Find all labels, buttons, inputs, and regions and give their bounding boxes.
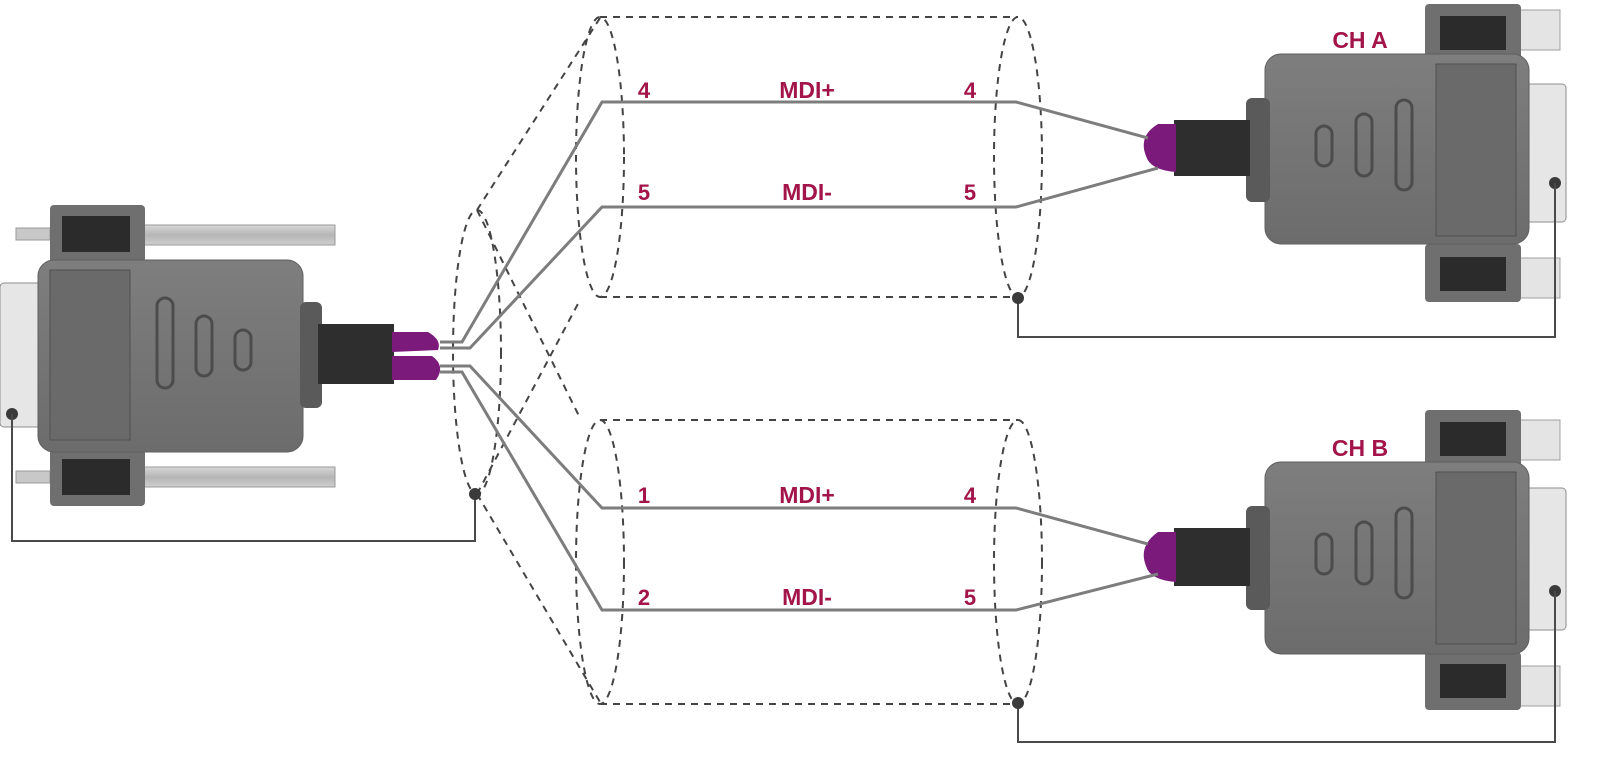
left-cable-collar (300, 302, 322, 408)
ch-b-shield-right-end (993, 419, 1043, 705)
left-strain-relief (318, 324, 394, 384)
ch-a-wire-2-right-pin: 5 (964, 180, 976, 205)
left-grip-ridge-2 (194, 314, 214, 378)
left-bundle-shield (452, 209, 502, 495)
ch-a-cable-collar (1246, 98, 1270, 202)
ch-b-wire-2-signal: MDI- (782, 584, 832, 610)
cable-shields (452, 16, 1043, 705)
shield-fan-ch-a (476, 17, 601, 495)
ch-a-wire-2-signal: MDI- (782, 179, 832, 205)
left-grip-ridge-1 (155, 296, 175, 390)
ch-b-wire-1-signal: MDI+ (779, 482, 835, 508)
ch-a-boot (1143, 124, 1176, 172)
left-connector (0, 205, 441, 506)
ch-a-ground-drain (1017, 183, 1556, 338)
ch-b-wire-1-left-pin: 1 (638, 483, 650, 508)
ch-a-wire-1-left-pin: 4 (638, 78, 651, 103)
ch-a-grip-ridge-2 (1354, 112, 1374, 178)
labels: CH A CH B 4 MDI+ 4 5 MDI- 5 1 MDI+ 4 2 M… (638, 27, 1388, 610)
ch-a-wire-1 (440, 100, 1149, 344)
thumbscrew-tip-top (15, 227, 51, 241)
signal-wires (440, 100, 1159, 612)
left-shield-ground-node (469, 488, 481, 500)
ch-b-wire-1-right-pin: 4 (964, 483, 977, 508)
ch-b-face (1435, 471, 1517, 645)
ch-a-face (1435, 63, 1517, 237)
ch-a-wire-1-right-pin: 4 (964, 78, 977, 103)
ch-b-mount-tab-top-slot (1440, 422, 1506, 456)
ch-b-shield-ground-node (1012, 697, 1024, 709)
ch-b-ground-drain (1017, 591, 1556, 743)
ch-b-grip-ridge-1 (1394, 506, 1414, 600)
ch-a-screw-top (1517, 9, 1561, 51)
ch-a-wire-2 (440, 166, 1159, 350)
ch-a-screw-bottom (1517, 257, 1561, 299)
ch-a-wire-1-signal: MDI+ (779, 77, 835, 103)
ch-b-grip-ridge-2 (1354, 520, 1374, 586)
channel-a-connector (1143, 4, 1567, 302)
ch-a-strain-relief (1174, 120, 1250, 176)
ch-a-mount-tab-bottom-slot (1440, 257, 1506, 291)
left-boot-bottom (392, 356, 441, 380)
left-connector-face (49, 269, 131, 441)
ch-a-shield-ground-node (1012, 292, 1024, 304)
ch-a-shield-tube (600, 16, 1018, 298)
mount-tab-bottom-slot (62, 459, 130, 495)
ch-b-cable-collar (1246, 506, 1270, 610)
ch-b-wire-2 (440, 370, 1159, 612)
channel-b-connector (1143, 410, 1567, 710)
ch-a-wire-2-left-pin: 5 (638, 180, 650, 205)
ch-b-wire-2-right-pin: 5 (964, 585, 976, 610)
ch-b-mount-tab-bottom-slot (1440, 664, 1506, 698)
ground-drains (11, 183, 1556, 743)
ch-b-shield-left-end (575, 419, 625, 705)
left-grip-ridge-3 (233, 328, 253, 372)
left-ground-drain (11, 414, 476, 542)
mount-tab-top-slot (62, 216, 130, 252)
ch-a-grip-ridge-1 (1394, 98, 1414, 192)
ch-b-screw-bottom (1517, 665, 1561, 707)
ch-a-shield-left-end (575, 16, 625, 298)
channel-b-label: CH B (1332, 435, 1388, 461)
ch-a-grip-ridge-3 (1314, 124, 1334, 168)
ch-b-shield-tube (600, 419, 1018, 705)
thumbscrew-rod-bottom (139, 466, 336, 488)
ch-b-strain-relief (1174, 528, 1250, 586)
ch-b-screw-top (1517, 419, 1561, 461)
shield-fan-ch-b (476, 209, 601, 703)
ch-a-shield-right-end (993, 16, 1043, 298)
ch-b-grip-ridge-3 (1314, 532, 1334, 576)
channel-a-label: CH A (1332, 27, 1387, 53)
ch-b-wire-1 (440, 364, 1149, 546)
ch-b-wire-2-left-pin: 2 (638, 585, 650, 610)
thumbscrew-tip-bottom (15, 470, 51, 484)
ch-b-boot (1143, 532, 1176, 582)
left-boot-top (392, 332, 439, 352)
ch-a-mount-tab-top-slot (1440, 16, 1506, 50)
thumbscrew-rod-top (139, 224, 336, 246)
